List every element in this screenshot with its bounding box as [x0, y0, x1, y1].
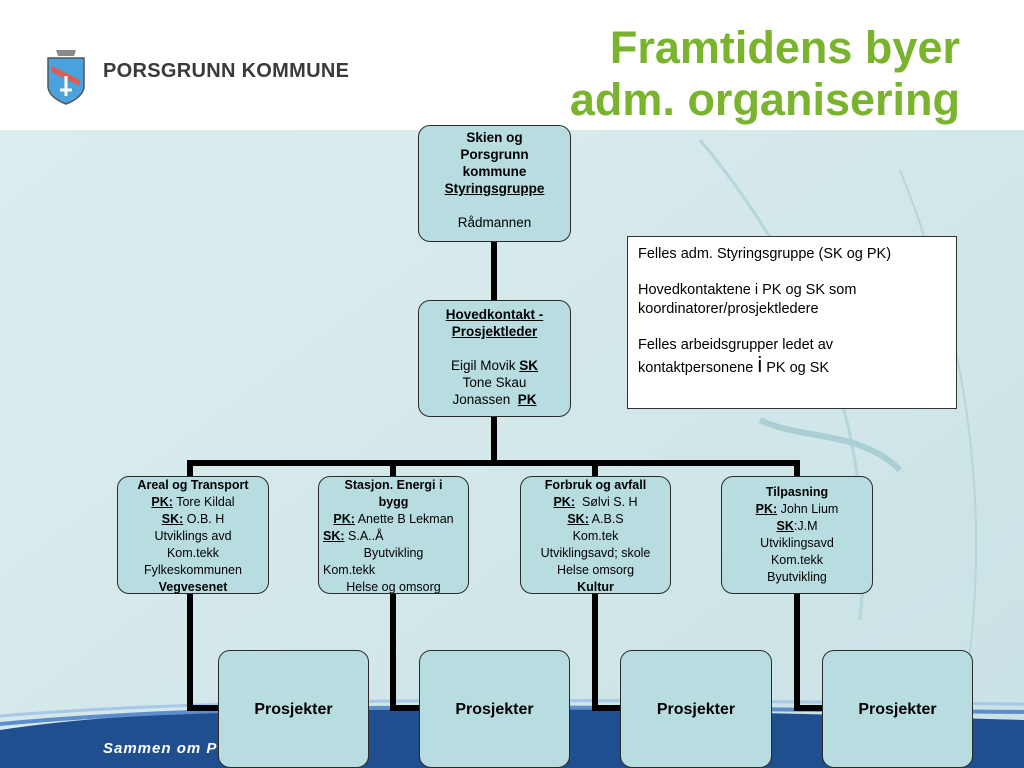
sk-label: SK: [567, 512, 589, 526]
steering-line-4: Styringsgruppe [444, 181, 545, 196]
contact-name-1: Eigil Movik [450, 358, 516, 373]
header [0, 0, 1024, 130]
steering-group-box: Skien og Porsgrunn kommune Styringsgrupp… [418, 125, 571, 242]
group-2-title: Stasjon. Energi i [344, 478, 443, 492]
group-2-line-4: Byutvikling [363, 546, 424, 560]
note-line-3b: PK og SK [766, 360, 830, 376]
group-2-line-5: Kom.tekk [323, 563, 376, 577]
contact-org-2: PK [517, 392, 537, 407]
project-label-2: Prosjekter [455, 700, 534, 718]
group-1-sk: SK: O.B. H [118, 511, 268, 528]
main-contact-line-2: Prosjektleder [451, 324, 538, 339]
group-3-line-5: Utviklingsavd; skole [540, 546, 651, 560]
main-contact-box: Hovedkontakt - Prosjektleder Eigil Movik… [418, 300, 571, 417]
pk-name: Sølvi S. H [581, 495, 638, 509]
group-3-line-4: Kom.tek [572, 529, 619, 543]
main-contact-line-3: Eigil Movik SK [419, 357, 570, 374]
group-1-line-6: Fylkeskommunen [144, 563, 242, 577]
group-1-line-5: Kom.tekk [166, 546, 220, 560]
group-box-energi-bygg: Stasjon. Energi i bygg PK: Anette B Lekm… [318, 476, 469, 594]
sk-name: O.B. H [186, 512, 225, 526]
org-name: PORSGRUNN KOMMUNE [103, 60, 350, 82]
steering-line-2: Porsgrunn [460, 147, 529, 162]
title-line-2: adm. organisering [569, 74, 960, 125]
steering-line-3: kommune [462, 164, 527, 179]
project-box-3: Prosjekter [620, 650, 772, 768]
group-3-title: Forbruk og avfall [544, 478, 647, 492]
main-contact-line-5: Jonassen PK [419, 391, 570, 408]
project-box-2: Prosjekter [419, 650, 570, 768]
note-line-3a: Felles arbeidsgrupper ledet av kontaktpe… [638, 337, 834, 376]
group-4-line-6: Byutvikling [767, 570, 827, 584]
steering-line-5: Rådmannen [457, 215, 532, 230]
group-3-sk: SK: A.B.S [521, 511, 670, 528]
project-label-4: Prosjekter [858, 700, 937, 718]
project-label-1: Prosjekter [254, 700, 333, 718]
sk-name: S.A..Å [348, 529, 384, 543]
contact-name-2: Jonassen [452, 392, 511, 407]
sk-name: :J.M [793, 519, 818, 533]
footer-slogan: Sammen om P [103, 740, 218, 757]
coat-of-arms-logo [47, 50, 85, 105]
pk-label: PK: [333, 512, 355, 526]
group-3-line-7: Kultur [577, 580, 614, 594]
group-4-sk: SK:J.M [722, 518, 872, 535]
group-1-line-7: Vegvesenet [158, 580, 228, 594]
main-contact-line-1: Hovedkontakt - [445, 307, 544, 322]
note-line-1: Felles adm. Styringsgruppe (SK og PK) [638, 246, 892, 262]
group-2-pk: PK: Anette B Lekman [319, 511, 468, 528]
note-line-3i: i [757, 352, 763, 377]
project-box-4: Prosjekter [822, 650, 973, 768]
group-1-pk: PK: Tore Kildal [118, 494, 268, 511]
steering-line-1: Skien og [466, 130, 523, 145]
sk-label: SK: [161, 512, 184, 526]
group-box-tilpasning: Tilpasning PK: John Lium SK:J.M Utviklin… [721, 476, 873, 594]
pk-label: PK: [553, 495, 575, 509]
group-3-line-6: Helse omsorg [556, 563, 635, 577]
sk-label: SK [776, 519, 794, 533]
group-2-line-6: Helse og omsorg [346, 580, 441, 594]
sk-name: A.B.S [591, 512, 624, 526]
project-box-1: Prosjekter [218, 650, 369, 768]
pk-name: John Lium [780, 502, 839, 516]
group-3-pk: PK: Sølvi S. H [521, 494, 670, 511]
group-1-line-4: Utviklings avd [154, 529, 232, 543]
sk-label: SK: [323, 529, 345, 543]
group-4-line-4: Utviklingsavd [760, 536, 834, 550]
project-label-3: Prosjekter [656, 700, 736, 718]
group-1-title: Areal og Transport [137, 478, 249, 492]
group-4-title: Tilpasning [765, 485, 829, 499]
group-2-sk: SK: S.A..Å [319, 528, 468, 545]
contact-org-1: SK [519, 358, 539, 373]
page-title: Framtidens byer adm. organisering [570, 22, 960, 126]
pk-label: PK: [151, 495, 173, 509]
note-line-2: Hovedkontaktene i PK og SK som koordinat… [638, 282, 857, 317]
pk-label: PK: [755, 502, 778, 516]
group-4-line-5: Kom.tekk [770, 553, 824, 567]
group-4-pk: PK: John Lium [722, 501, 872, 518]
group-2-title-2: bygg [378, 495, 409, 509]
info-note: Felles adm. Styringsgruppe (SK og PK) Ho… [627, 236, 957, 409]
group-box-areal-transport: Areal og Transport PK: Tore Kildal SK: O… [117, 476, 269, 594]
note-line-3: Felles arbeidsgrupper ledet av kontaktpe… [638, 336, 946, 378]
pk-name: Tore Kildal [176, 495, 235, 509]
pk-name: Anette B Lekman [357, 512, 454, 526]
title-line-1: Framtidens byer [609, 22, 960, 73]
main-contact-line-4: Tone Skau [462, 375, 527, 390]
group-box-forbruk-avfall: Forbruk og avfall PK: Sølvi S. H SK: A.B… [520, 476, 671, 594]
